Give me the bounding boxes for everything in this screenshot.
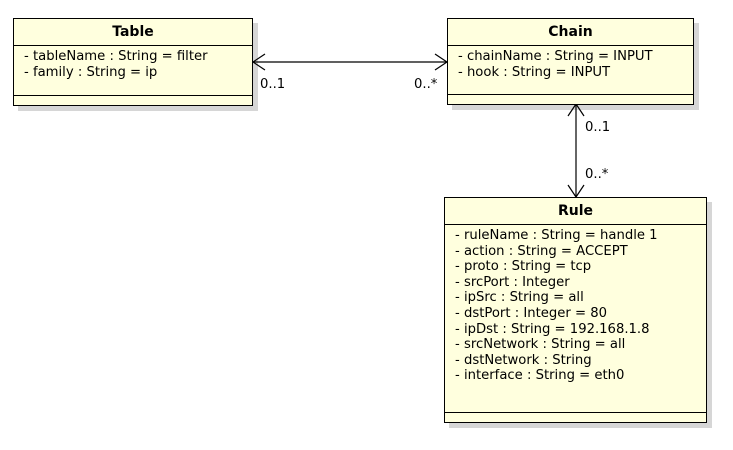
class-rule[interactable]: Rule - ruleName : String = handle 1 - ac… <box>444 197 707 423</box>
class-rule-operations <box>445 412 706 422</box>
attribute: - ruleName : String = handle 1 <box>455 228 658 243</box>
attribute: - srcNetwork : String = all <box>455 337 626 353</box>
attribute: - srcPort : Integer <box>455 274 570 290</box>
multiplicity-rule-end: 0..* <box>585 167 609 182</box>
attribute: - interface : String = eth0 <box>455 368 625 384</box>
class-chain-name: Chain <box>448 19 693 46</box>
class-table-name: Table <box>14 19 252 46</box>
attribute: - ipDst : String = 192.168.1.8 <box>455 321 650 337</box>
attribute: - chainName : String = INPUT <box>458 49 653 64</box>
class-chain-operations <box>448 94 693 104</box>
multiplicity-table-end: 0..1 <box>260 77 286 92</box>
class-rule-attributes: - ruleName : String = handle 1 - action … <box>445 225 706 387</box>
multiplicity-chain-top: 0..1 <box>585 120 611 135</box>
attribute: - action : String = ACCEPT <box>455 243 628 259</box>
attribute: - tableName : String = filter <box>24 49 208 64</box>
attribute: - ipSrc : String = all <box>455 290 584 306</box>
attribute: - family : String = ip <box>24 64 158 80</box>
multiplicity-chain-end: 0..* <box>414 77 438 92</box>
class-table[interactable]: Table - tableName : String = filter - fa… <box>13 18 253 106</box>
class-table-attributes: - tableName : String = filter - family :… <box>14 46 252 83</box>
attribute: - dstPort : Integer = 80 <box>455 305 607 321</box>
class-chain-attributes: - chainName : String = INPUT - hook : St… <box>448 46 693 83</box>
attribute: - dstNetwork : String <box>455 352 592 368</box>
attribute: - proto : String = tcp <box>455 259 592 275</box>
arrowhead-table <box>251 53 266 71</box>
class-rule-name: Rule <box>445 198 706 225</box>
attribute: - hook : String = INPUT <box>458 64 611 80</box>
class-table-operations <box>14 95 252 105</box>
class-chain[interactable]: Chain - chainName : String = INPUT - hoo… <box>447 18 694 105</box>
